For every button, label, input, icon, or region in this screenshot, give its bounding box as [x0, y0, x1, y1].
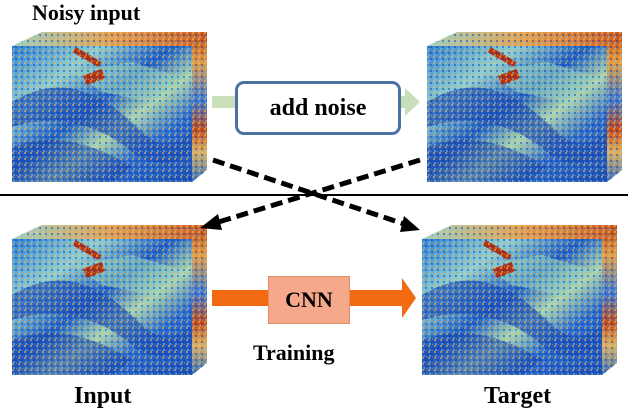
add-noise-box: add noise [235, 81, 401, 135]
cnn-label: CNN [285, 287, 333, 312]
dashed-arrow-to-target [212, 157, 420, 232]
noisy-input-label: Noisy input [32, 0, 141, 25]
input-label: Input [74, 383, 132, 409]
dashed-arrow-to-input [200, 157, 421, 230]
add-noise-label: add noise [269, 94, 367, 121]
training-caption: Training [253, 340, 335, 365]
cnn-box: CNN [268, 276, 350, 324]
target-label: Target [484, 383, 552, 409]
